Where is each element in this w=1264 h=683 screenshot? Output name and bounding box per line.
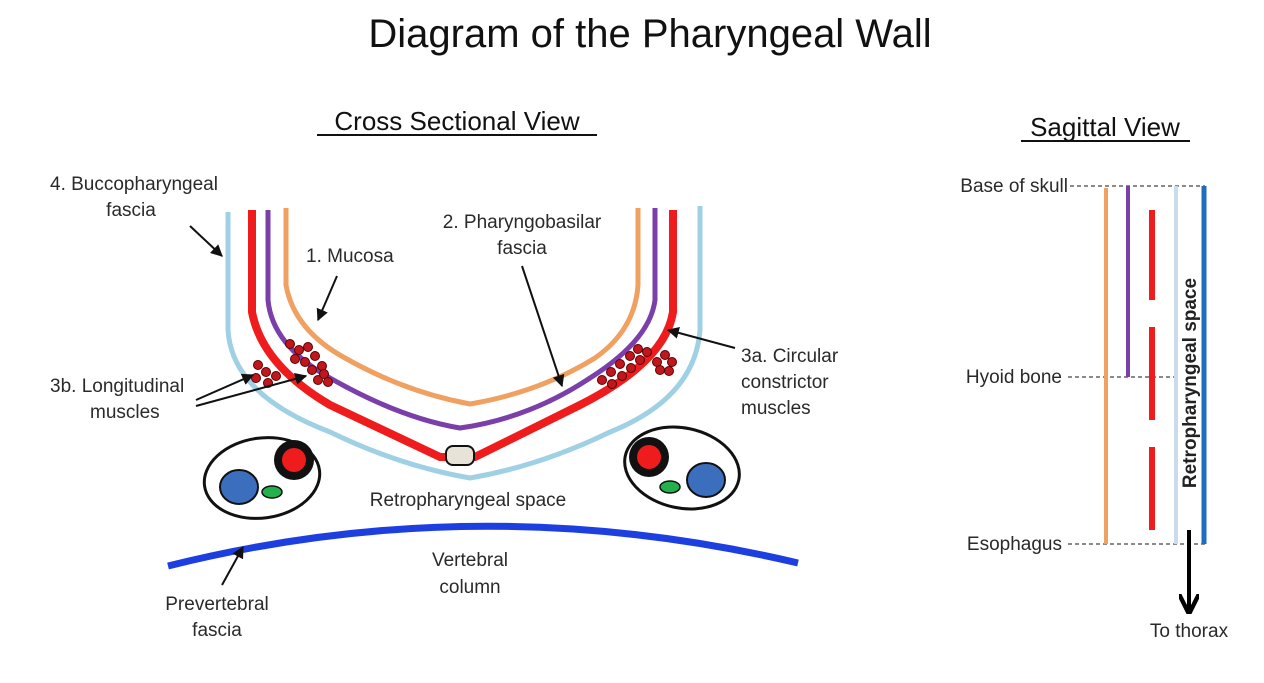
prevertebral-fascia-line bbox=[167, 522, 799, 570]
label-pharyngobasilar-2: fascia bbox=[497, 238, 547, 259]
label-buccopharyngeal-1: 4. Buccopharyngeal bbox=[50, 174, 218, 195]
label-buccopharyngeal-2: fascia bbox=[106, 200, 156, 221]
label-sagittal-retropharyngeal-space: Retropharyngeal space bbox=[1180, 278, 1201, 488]
pharyngeal-raphe bbox=[445, 445, 475, 466]
carotid-sheath-right bbox=[623, 425, 741, 511]
arrow-pharyngobasilar bbox=[521, 265, 565, 388]
sagittal-view: Sagittal View Retropharyngeal space Base… bbox=[960, 112, 1228, 642]
cross-sectional-view: Cross Sectional View bbox=[50, 106, 839, 641]
mucosa-layer bbox=[283, 208, 641, 407]
label-circular-2: constrictor bbox=[741, 372, 829, 393]
arrow-circular bbox=[666, 327, 736, 349]
arrow-prevertebral bbox=[221, 545, 244, 586]
arrow-longitudinal-upper bbox=[195, 373, 255, 401]
diagram-title: Diagram of the Pharyngeal Wall bbox=[368, 12, 931, 56]
label-longitudinal-1: 3b. Longitudinal bbox=[50, 376, 184, 397]
sagittal-heading: Sagittal View bbox=[1030, 112, 1180, 142]
arrow-longitudinal-lower bbox=[195, 373, 308, 407]
label-base-of-skull: Base of skull bbox=[960, 176, 1068, 197]
label-retropharyngeal-space: Retropharyngeal space bbox=[370, 490, 566, 511]
label-prevertebral-1: Prevertebral bbox=[165, 594, 269, 615]
label-vertebral-1: Vertebral bbox=[432, 550, 508, 571]
label-longitudinal-2: muscles bbox=[90, 402, 160, 423]
arrow-buccopharyngeal bbox=[189, 225, 223, 257]
cross-section-heading: Cross Sectional View bbox=[334, 106, 579, 136]
label-vertebral-2: column bbox=[439, 577, 500, 598]
label-circular-3: muscles bbox=[741, 398, 811, 419]
label-esophagus: Esophagus bbox=[967, 534, 1062, 555]
label-to-thorax: To thorax bbox=[1150, 621, 1229, 642]
label-mucosa: 1. Mucosa bbox=[306, 246, 394, 267]
buccopharyngeal-fascia-layer bbox=[225, 206, 703, 481]
label-hyoid-bone: Hyoid bone bbox=[966, 367, 1062, 388]
arrow-mucosa bbox=[316, 275, 338, 322]
label-circular-1: 3a. Circular bbox=[741, 346, 839, 367]
carotid-sheath-left bbox=[202, 436, 322, 520]
label-prevertebral-2: fascia bbox=[192, 620, 242, 641]
label-pharyngobasilar-1: 2. Pharyngobasilar bbox=[443, 212, 602, 233]
